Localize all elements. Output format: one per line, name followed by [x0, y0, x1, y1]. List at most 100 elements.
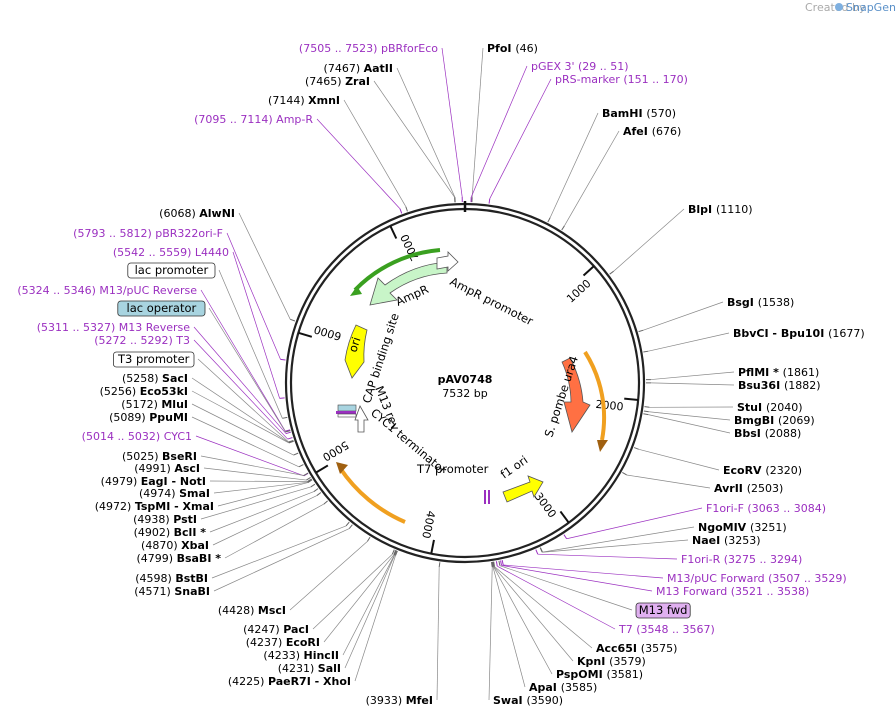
right-label-11[interactable]: BmgBI (2069) [734, 414, 815, 427]
tick-4000 [430, 539, 435, 554]
left-label-10: lac operator [127, 301, 197, 315]
left-label-30[interactable]: (4428) MscI [218, 604, 286, 617]
right-label-4[interactable]: AfeI (676) [623, 125, 681, 138]
left-label-35[interactable]: (4225) PaeR7I - XhoI [228, 675, 351, 688]
leader-line [208, 307, 286, 433]
right-label-23[interactable]: Acc65I (3575) [596, 642, 677, 655]
left-label-12: (5272 .. 5292) T3 [94, 334, 190, 347]
leader-line [191, 403, 294, 456]
leader-stub [316, 492, 322, 496]
left-label-22[interactable]: (4974) SmaI [139, 487, 210, 500]
left-label-3[interactable]: (7144) XmnI [268, 94, 340, 107]
left-label-23[interactable]: (4972) TspMI - XmaI [95, 500, 214, 513]
leader-line [232, 251, 280, 399]
left-label-15[interactable]: (5256) Eco53kI [100, 385, 188, 398]
left-label-27[interactable]: (4799) BsaBI * [137, 552, 222, 565]
tick-2000 [624, 397, 639, 401]
left-label-36[interactable]: (3933) MfeI [366, 694, 433, 707]
ura4-orange-arc [583, 350, 607, 441]
leader-stub [394, 550, 398, 556]
left-label-31[interactable]: (4247) PacI [243, 623, 309, 636]
leader-stub [547, 217, 551, 223]
leader-stub [498, 560, 501, 566]
plasmid-name: pAV0748 [438, 373, 493, 386]
left-label-6: (5793 .. 5812) pBR322ori-F [73, 227, 223, 240]
right-label-27[interactable]: SwaI (3590) [493, 694, 563, 707]
left-label-17[interactable]: (5089) PpuMI [109, 411, 188, 424]
leader-stub [500, 560, 503, 566]
leader-line [501, 565, 653, 592]
leader-stub [643, 350, 649, 353]
right-label-17[interactable]: NaeI (3253) [692, 534, 761, 547]
f1-ori-feature-arrow [502, 475, 544, 503]
left-label-24[interactable]: (4938) PstI [133, 513, 197, 526]
right-label-7[interactable]: BbvCI - Bpu10I (1677) [733, 327, 865, 340]
left-label-34[interactable]: (4231) SalI [278, 662, 341, 675]
leader-line [648, 332, 730, 352]
leader-stub [405, 206, 408, 212]
leader-line [191, 390, 290, 444]
right-label-26[interactable]: ApaI (3585) [529, 681, 597, 694]
right-label-21: M13 fwd [639, 603, 688, 617]
ampr-green-arc [353, 248, 441, 292]
left-label-28[interactable]: (4598) BstBI [135, 572, 208, 585]
right-label-22: T7 (3548 .. 3567) [618, 623, 715, 636]
left-label-10-box [117, 300, 206, 317]
tick-3000 [559, 510, 570, 524]
right-label-6[interactable]: BsgI (1538) [727, 296, 794, 309]
right-label-3[interactable]: BamHI (570) [602, 107, 676, 120]
ura4-orange-arc-head [597, 440, 608, 452]
left-label-1[interactable]: (7467) AatII [324, 62, 393, 75]
left-label-8: lac promoter [135, 263, 209, 277]
right-label-5[interactable]: BlpI (1110) [688, 203, 753, 216]
leader-line [537, 553, 678, 560]
right-label-10[interactable]: StuI (2040) [737, 401, 803, 414]
right-label-14[interactable]: AvrII (2503) [714, 482, 783, 495]
left-label-32[interactable]: (4237) EcoRI [246, 636, 320, 649]
leader-line [191, 416, 300, 468]
plasmid-size: 7532 bp [442, 387, 487, 400]
leader-stub [490, 561, 493, 568]
leader-line [564, 130, 620, 226]
leader-stub [391, 549, 395, 555]
ori-feature-arrow [344, 324, 368, 379]
leader-stub [310, 483, 316, 488]
leader-line [396, 67, 456, 198]
left-label-21[interactable]: (4979) EagI - NotI [101, 475, 206, 488]
left-label-16[interactable]: (5172) MluI [121, 398, 188, 411]
right-label-9[interactable]: Bsu36I (1882) [738, 379, 821, 392]
left-label-14[interactable]: (5258) SacI [122, 372, 188, 385]
left-label-19[interactable]: (5025) BseRI [122, 450, 197, 463]
leader-line [497, 565, 616, 630]
leader-stub [298, 464, 304, 468]
leader-stub [633, 447, 639, 450]
leader-stub [644, 406, 650, 408]
left-label-26[interactable]: (4870) XbaI [141, 539, 209, 552]
right-label-12[interactable]: BbsI (2088) [734, 427, 801, 440]
right-label-16[interactable]: NgoMIV (3251) [698, 521, 787, 534]
left-label-2[interactable]: (7465) ZraI [305, 75, 370, 88]
leader-stub [488, 198, 491, 204]
right-label-21-box [635, 602, 691, 619]
leader-stub [285, 430, 291, 433]
cyc1-terminator-arrow [354, 405, 369, 433]
leader-line [289, 541, 368, 611]
leader-line [626, 474, 711, 489]
right-label-24[interactable]: KpnI (3579) [577, 655, 646, 668]
tick-5000 [315, 464, 329, 474]
right-label-13[interactable]: EcoRV (2320) [723, 464, 802, 477]
right-label-25[interactable]: PspOMI (3581) [556, 668, 643, 681]
leader-stub [285, 431, 291, 435]
leader-stub [280, 358, 286, 361]
leader-stub [491, 561, 494, 567]
left-label-33[interactable]: (4233) HincII [263, 649, 339, 662]
leader-stub [303, 472, 309, 476]
leader-line [200, 455, 304, 476]
left-label-20[interactable]: (4991) AscI [134, 462, 200, 475]
feature-label-ampr-promoter: AmpR promoter [448, 274, 536, 328]
right-label-0[interactable]: PfoI (46) [487, 42, 538, 55]
right-label-8[interactable]: PflMI * (1861) [738, 366, 819, 379]
left-label-29[interactable]: (4571) SnaBI [134, 585, 210, 598]
left-label-5[interactable]: (6068) AlwNI [159, 207, 235, 220]
left-label-25[interactable]: (4902) BclI * [134, 526, 207, 539]
